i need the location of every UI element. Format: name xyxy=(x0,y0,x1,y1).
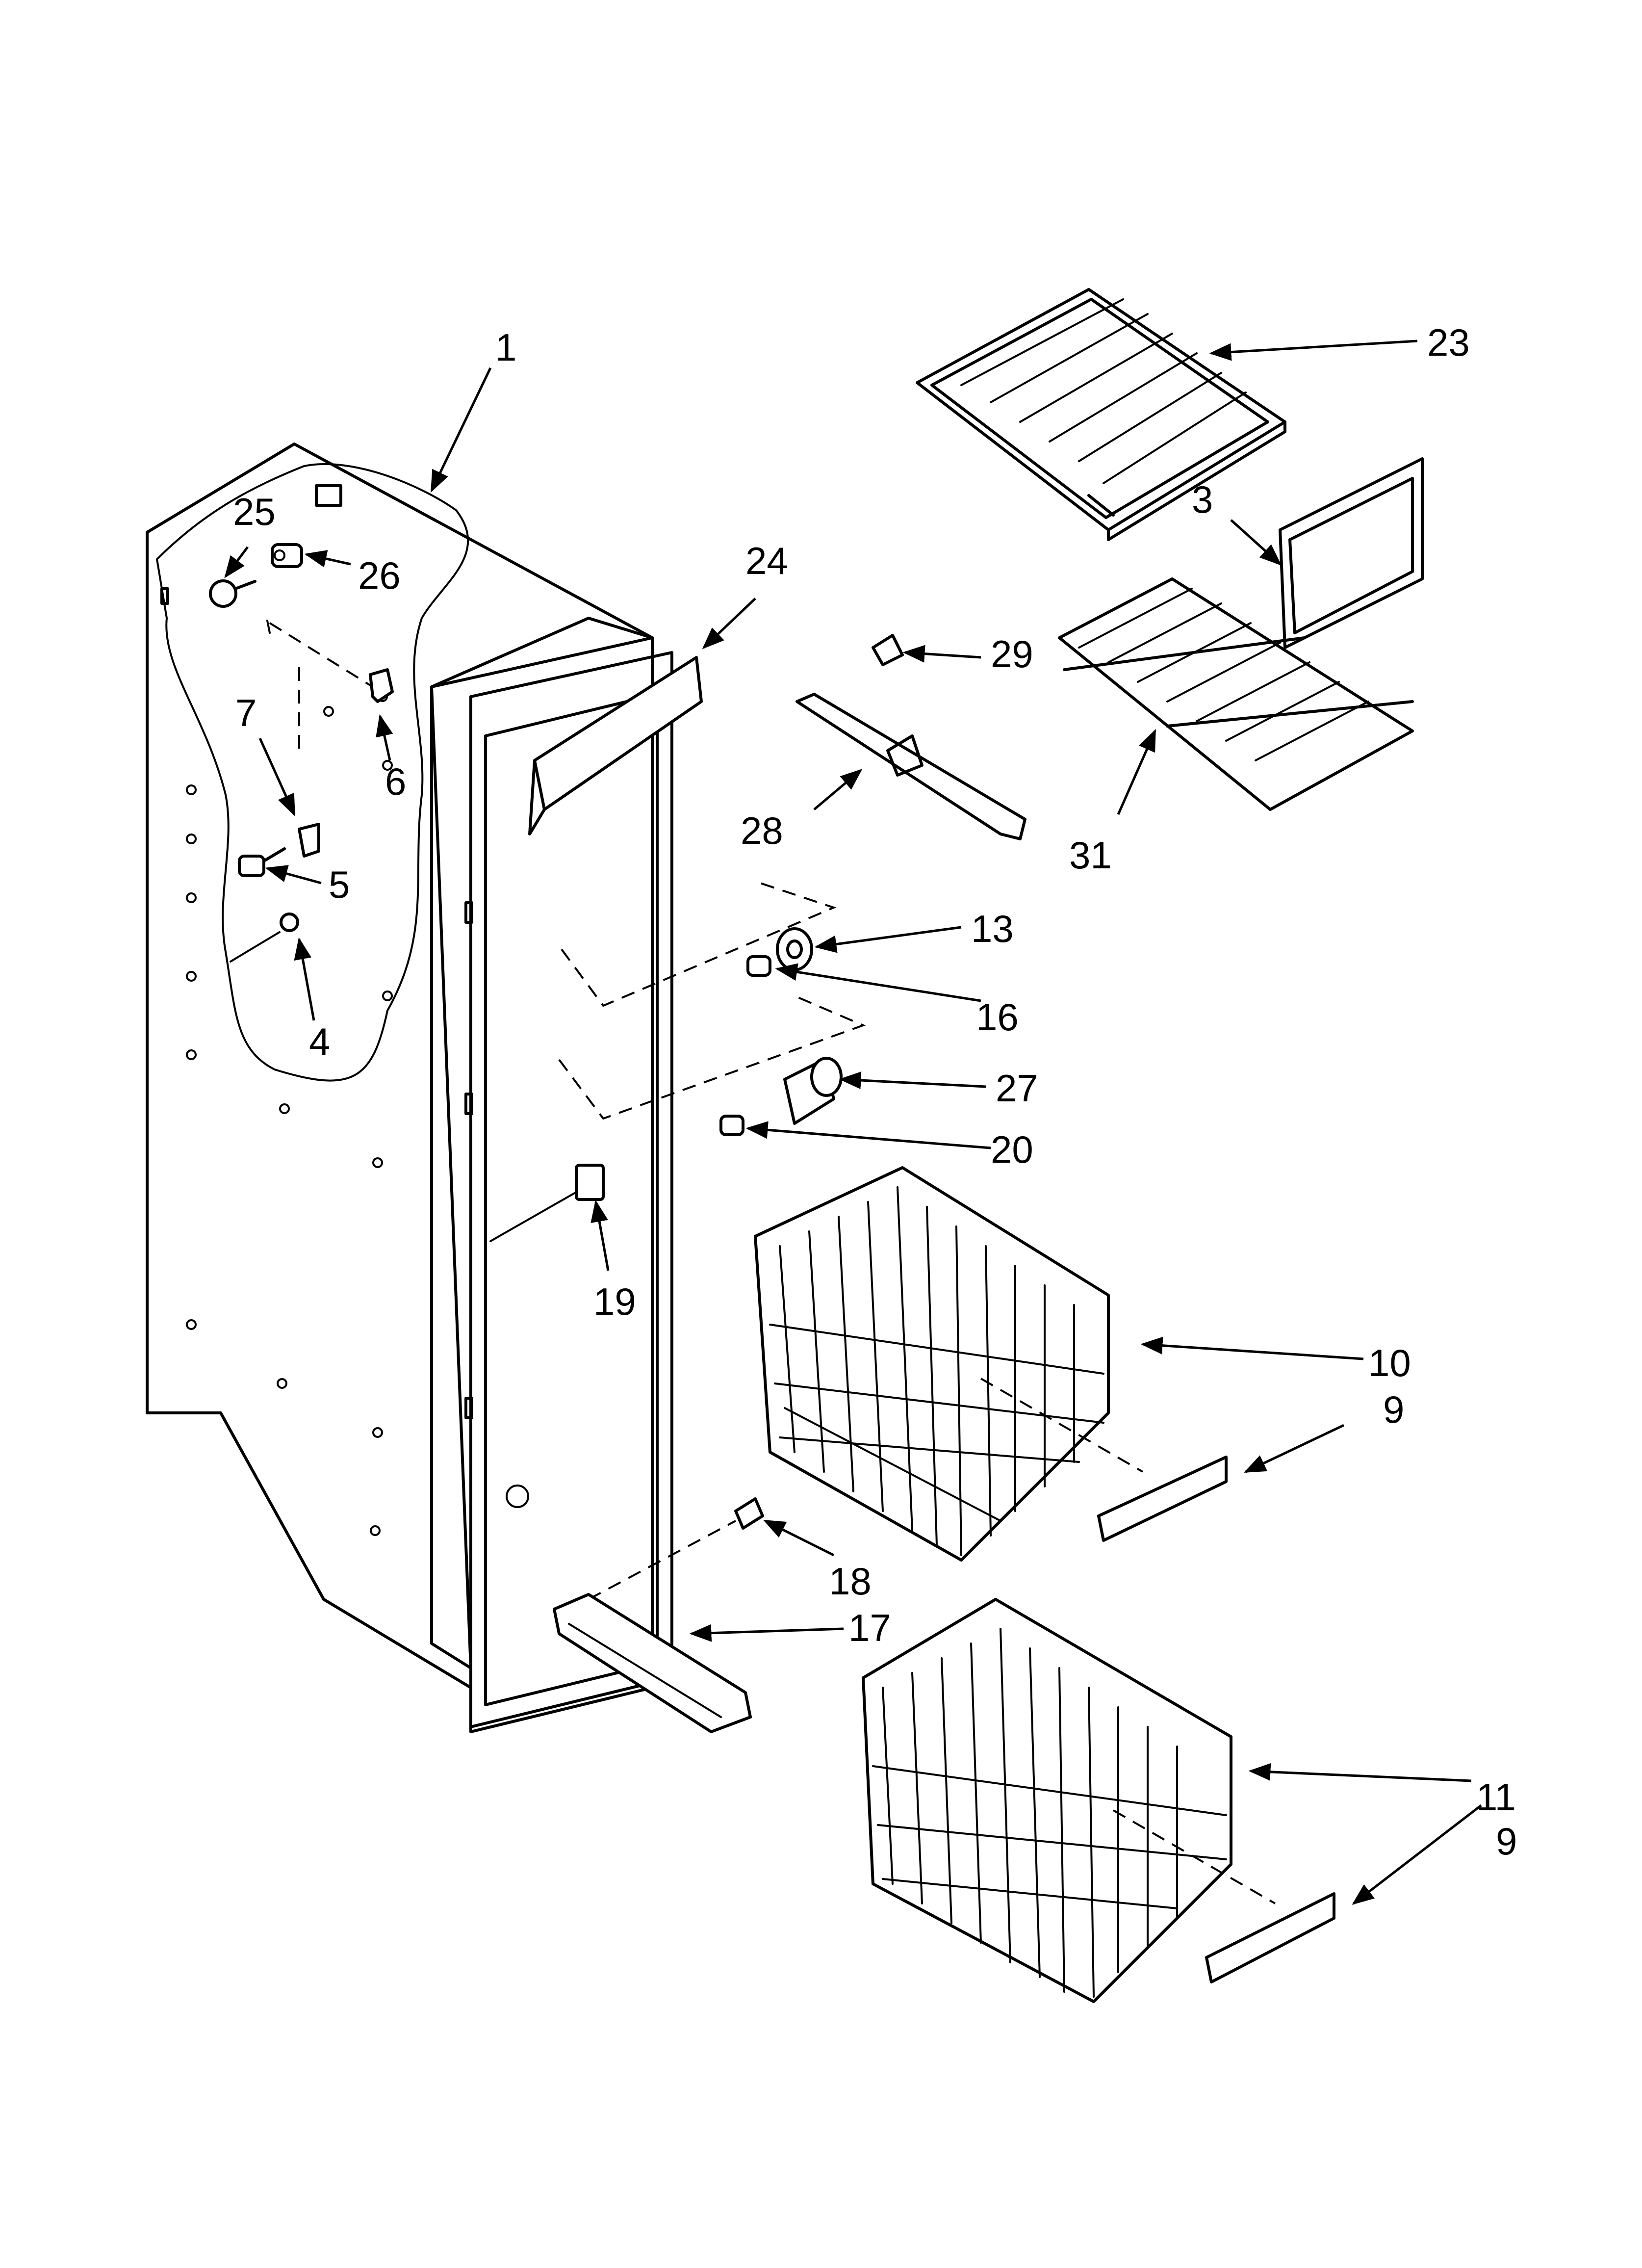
callout-13: 13 xyxy=(971,907,1014,950)
light-bulb-part-25 xyxy=(209,579,257,608)
callout-labels: 1 3 4 5 6 7 9 9 10 11 13 16 17 18 19 20 … xyxy=(233,321,1517,1863)
freezer-liner-part xyxy=(146,443,673,1733)
basket-part-11 xyxy=(862,1598,1232,2003)
callout-16: 16 xyxy=(976,995,1019,1039)
alignment-line-13 xyxy=(561,882,837,1007)
divider-part-9-lower xyxy=(1205,1892,1335,1983)
callout-17: 17 xyxy=(848,1606,891,1649)
callout-3: 3 xyxy=(1192,478,1213,521)
rail-part-28 xyxy=(795,693,1026,840)
clip-part-6 xyxy=(266,620,394,703)
trim-part-17 xyxy=(553,1593,752,1733)
callout-7: 7 xyxy=(235,691,257,734)
shelf-bracket-part-27 xyxy=(783,1057,843,1125)
alignment-line-10 xyxy=(980,1378,1143,1473)
light-socket-part-26 xyxy=(271,543,303,568)
wire-shelf-part-31 xyxy=(1058,577,1414,811)
callout-24: 24 xyxy=(745,539,788,582)
shelf-part-23 xyxy=(916,288,1286,541)
callout-27: 27 xyxy=(996,1067,1038,1110)
callout-4: 4 xyxy=(309,1020,330,1063)
screw-part-18 xyxy=(588,1497,764,1600)
callout-19: 19 xyxy=(593,1280,636,1323)
callout-18: 18 xyxy=(829,1560,872,1603)
callout-9-lower: 9 xyxy=(1496,1820,1517,1863)
basket-part-10 xyxy=(754,1166,1110,1562)
bracket-part-7 xyxy=(298,667,320,858)
screw-part-20 xyxy=(719,1115,744,1136)
callout-6: 6 xyxy=(385,760,406,803)
callout-29: 29 xyxy=(991,632,1033,676)
callout-11: 11 xyxy=(1476,1775,1516,1819)
fastener-part-4 xyxy=(230,912,299,963)
leader-lines xyxy=(224,339,1482,1905)
callout-26: 26 xyxy=(358,554,401,597)
callout-5: 5 xyxy=(329,863,350,906)
switch-part-19 xyxy=(489,1164,605,1242)
divider-part-9-upper xyxy=(1097,1456,1228,1542)
callout-10: 10 xyxy=(1368,1341,1411,1384)
screw-part-29 xyxy=(872,634,904,666)
shelf-glass-part-3 xyxy=(1279,457,1424,649)
alignment-line-11 xyxy=(1113,1809,1276,1904)
callout-20: 20 xyxy=(991,1128,1033,1171)
callout-1: 1 xyxy=(495,326,516,369)
alignment-line-27 xyxy=(558,995,866,1120)
duct-cover-part-24 xyxy=(528,656,703,835)
callout-25: 25 xyxy=(233,490,276,533)
screw-part-5 xyxy=(238,847,286,877)
callout-23: 23 xyxy=(1427,321,1470,364)
shelf-support-part-13 xyxy=(776,927,813,971)
callout-31: 31 xyxy=(1069,834,1112,877)
callout-28: 28 xyxy=(741,809,783,852)
screw-part-16 xyxy=(746,955,771,977)
callout-9-upper: 9 xyxy=(1383,1388,1404,1431)
